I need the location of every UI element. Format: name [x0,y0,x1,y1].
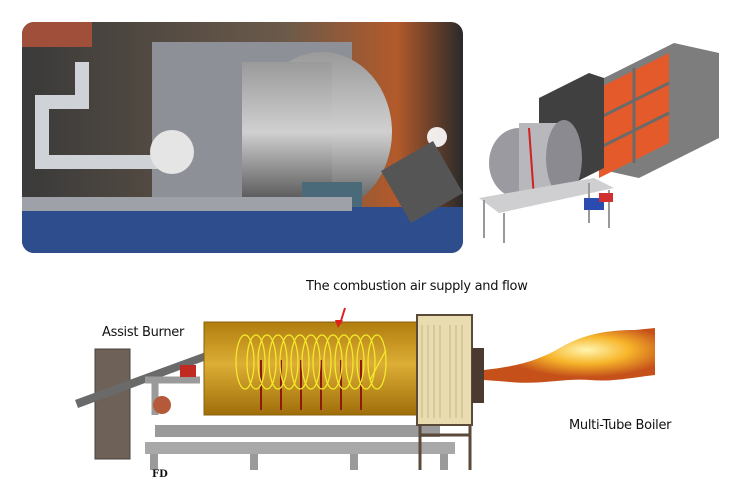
spiral-loop [246,334,266,390]
fd-fan [153,396,171,414]
spiral-loop [268,334,288,390]
combustor-schematic [75,307,655,470]
fuel-hopper [94,348,131,460]
flame [484,328,655,383]
air-flow-label: The combustion air supply and flow [306,279,528,294]
multi-tube-boiler [416,314,473,426]
installation-photo [22,22,463,253]
spiral-loop [367,334,387,390]
spiral-loop [323,334,343,390]
spiral-loop [356,334,376,390]
spiral-loop [345,334,365,390]
assist-burner-label: Assist Burner [102,325,185,340]
assist-burner [180,365,196,377]
fd-label: FD [152,469,168,480]
boiler-label: Multi-Tube Boiler [569,418,672,433]
spiral-loop [290,334,310,390]
spiral-loop [312,334,332,390]
air-flow-spiral [235,334,387,390]
base-frame [155,425,440,437]
spiral-loop [279,334,299,390]
combustion-drum [203,321,420,416]
spiral-loop [334,334,354,390]
3d-model-render [479,43,719,243]
spiral-loop [301,334,321,390]
spiral-loop [257,334,277,390]
spiral-loop [235,334,255,390]
